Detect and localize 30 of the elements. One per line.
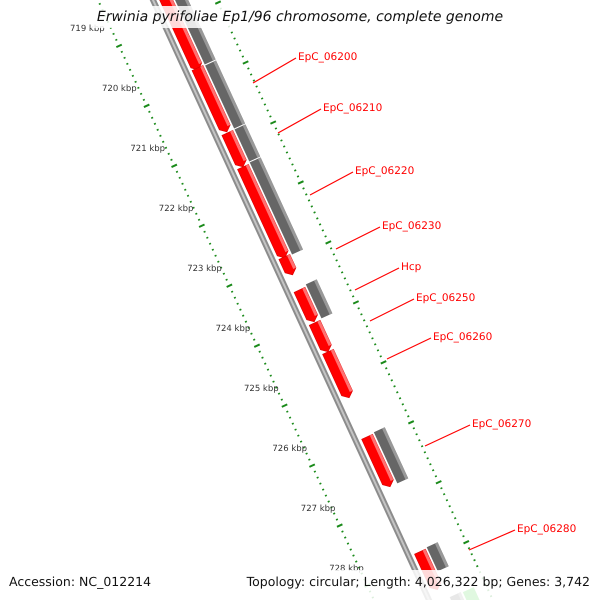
scale-label: 721 kbp	[130, 145, 166, 154]
scale-label: 719 kbp	[70, 25, 105, 34]
accession-text: Accession: NC_012214	[9, 576, 152, 588]
genome-info-text: Topology: circular; Length: 4,026,322 bp; Genes: 3,742	[246, 576, 590, 588]
leader-line	[370, 298, 414, 322]
gene-label: EpC_06270	[472, 419, 532, 430]
gene-label: EpC_06210	[323, 103, 382, 114]
leader-line	[424, 424, 470, 447]
scale-label: 723 kbp	[187, 265, 222, 274]
leader-line	[386, 337, 432, 360]
gene-label: EpC_06220	[355, 166, 414, 176]
leader-line	[252, 57, 296, 84]
gene-label: EpC_06200	[298, 52, 358, 62]
leader-line	[354, 267, 400, 291]
gene-label: Hcp	[401, 262, 422, 272]
scale-label: 724 kbp	[216, 325, 250, 334]
leader-line	[336, 226, 380, 250]
leader-line	[278, 108, 322, 134]
gene-label: EpC_06280	[517, 524, 576, 534]
gene-label: EpC_06230	[382, 221, 442, 232]
scale-label: 720 kbp	[102, 85, 137, 94]
gene-label: EpC_06250	[416, 293, 476, 304]
scale-label: 727 kbp	[300, 505, 336, 514]
scale-label: 726 kbp	[272, 445, 308, 454]
leader-line	[310, 171, 354, 196]
scale-label: 728 kbp	[329, 565, 364, 574]
scale-label: 722 kbp	[158, 205, 194, 214]
scale-label: 725 kbp	[244, 385, 279, 394]
leader-line	[468, 529, 516, 551]
gene-label: EpC_06260	[433, 332, 492, 342]
